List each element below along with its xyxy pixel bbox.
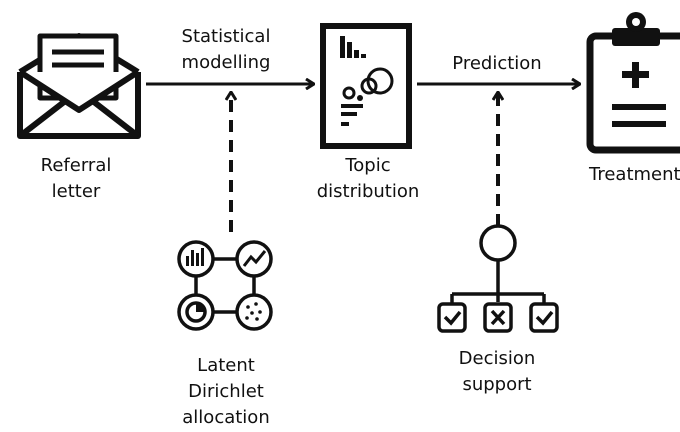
treatment-label: Treatment (589, 164, 680, 185)
clipboard-icon (586, 12, 680, 154)
line-trend-icon (242, 250, 267, 267)
bar-chart-icon (186, 248, 204, 266)
envelope-icon (17, 33, 141, 139)
lda-label: Latent Dirichlet allocation (182, 355, 270, 428)
referral-letter-label: Referral letter (40, 155, 112, 202)
check-box-icon (437, 302, 467, 333)
statistical-modelling-label: Statistical modelling (181, 26, 271, 73)
lda-network-icon (177, 240, 273, 331)
topic-distribution-label: Topic distribution (316, 155, 420, 202)
check-box-icon (529, 302, 559, 333)
scatter-dots-icon (245, 302, 262, 321)
pie-chart-icon (185, 301, 207, 323)
decision-support-label: Decision support (458, 348, 536, 395)
cross-box-icon (483, 302, 513, 333)
prediction-label: Prediction (452, 53, 542, 74)
decision-tree-icon (450, 224, 546, 304)
topic-document-icon (320, 23, 412, 149)
